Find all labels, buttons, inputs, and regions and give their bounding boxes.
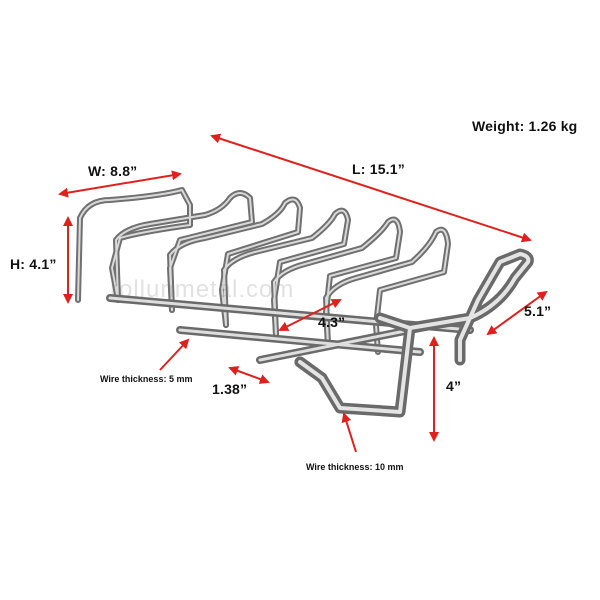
thin-wire-label: Wire thickness: 5 mm (100, 374, 193, 384)
thick-wire-pointer (341, 412, 357, 453)
end-width-arrow (486, 290, 548, 336)
thick-wire-label: Wire thickness: 10 mm (306, 462, 404, 472)
slot-width-arrow (278, 299, 342, 331)
wire-spacing-arrow (228, 366, 270, 384)
dimension-arrows (58, 133, 548, 453)
thin-wire-pointer (159, 338, 190, 371)
length-label: L: 15.1” (352, 161, 405, 177)
end-width-label: 5.1” (524, 303, 552, 319)
height-label: H: 4.1” (10, 256, 57, 272)
slot-width-label: 4.3” (318, 314, 346, 330)
watermark: rollunmetal.com (110, 276, 295, 303)
weight-label: Weight: 1.26 kg (472, 118, 578, 134)
leg-height-label: 4” (446, 378, 462, 394)
width-label: W: 8.8” (88, 163, 138, 179)
wire-spacing-label: 1.38” (212, 381, 248, 397)
length-arrow (210, 133, 532, 243)
handle-leg (294, 248, 534, 418)
width-arrow (58, 170, 182, 198)
